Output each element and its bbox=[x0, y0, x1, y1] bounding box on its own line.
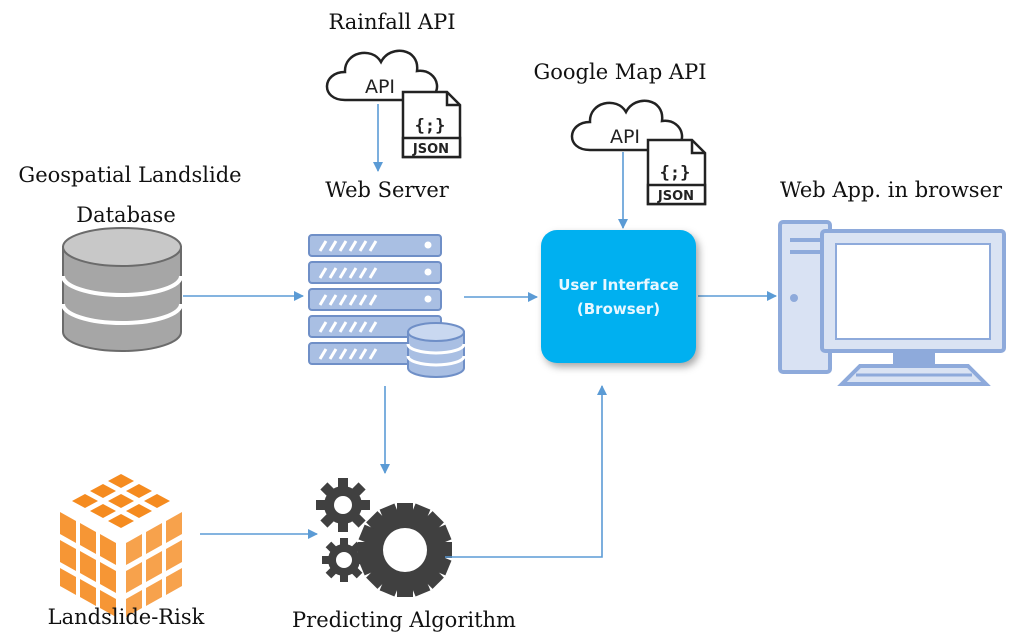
arrow-algorithm-to-ui bbox=[445, 385, 607, 558]
api-label: API bbox=[365, 76, 395, 98]
server-icon bbox=[308, 234, 466, 378]
web-server-label: Web Server bbox=[325, 178, 449, 202]
rainfall-api-label: Rainfall API bbox=[328, 10, 456, 34]
geo-db-label-line1: Geospatial Landslide bbox=[18, 163, 242, 187]
json-brace: {;} bbox=[415, 116, 446, 136]
json-brace-2: {;} bbox=[660, 163, 691, 183]
computer-icon bbox=[778, 220, 1006, 386]
google-map-api-label: Google Map API bbox=[533, 60, 707, 84]
rainfall-api-cloud-icon: API bbox=[325, 49, 439, 102]
database-icon bbox=[61, 227, 183, 352]
ui-label-line2: (Browser) bbox=[576, 299, 661, 318]
user-interface-box: User Interface (Browser) bbox=[541, 230, 696, 363]
google-json-file-icon: {;} JSON bbox=[646, 138, 707, 206]
json-label: JSON bbox=[412, 142, 449, 157]
web-app-label: Web App. in browser bbox=[779, 178, 1003, 202]
connectors bbox=[183, 104, 777, 558]
landslide-risk-label: Landslide-Risk bbox=[47, 605, 205, 629]
geo-db-label-line2: Database bbox=[76, 203, 176, 227]
predicting-algorithm-label: Predicting Algorithm bbox=[292, 608, 516, 632]
google-map-api-cloud-icon: API bbox=[570, 99, 684, 152]
landslide-risk-cube-icon bbox=[60, 474, 182, 617]
gears-icon bbox=[316, 478, 452, 597]
api-label-2: API bbox=[610, 126, 640, 148]
ui-label-line1: User Interface bbox=[558, 275, 679, 294]
json-label-2: JSON bbox=[657, 189, 694, 204]
rainfall-json-file-icon: {;} JSON bbox=[401, 90, 462, 159]
